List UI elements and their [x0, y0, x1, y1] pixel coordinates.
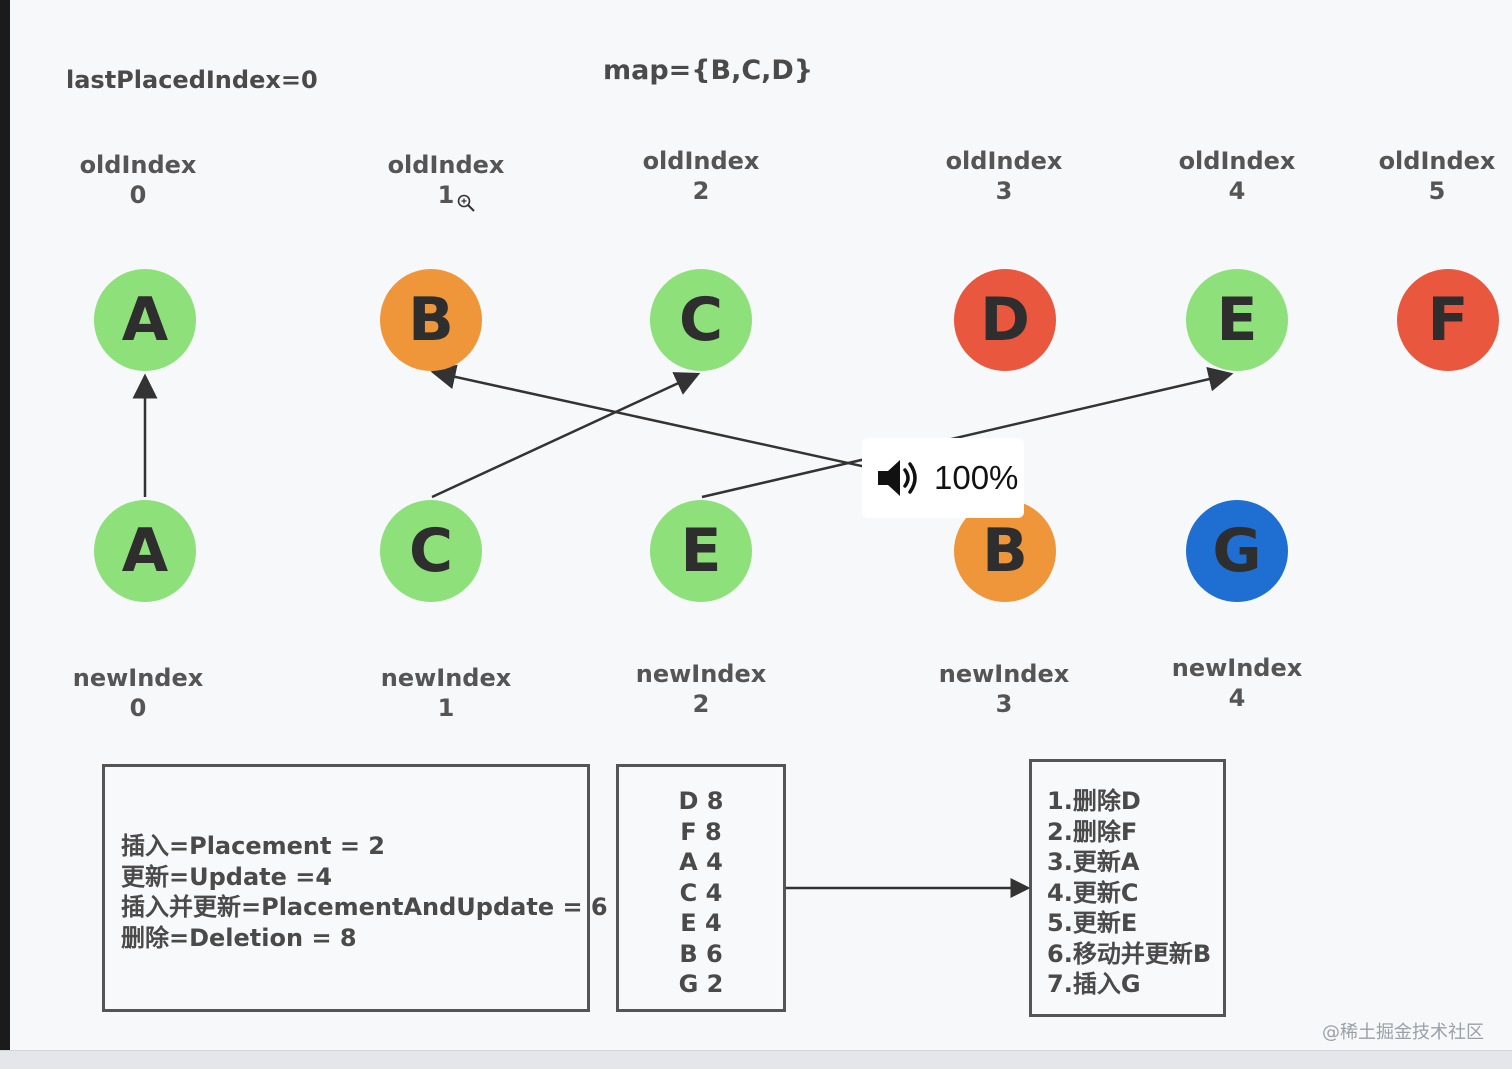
old-node-d: D: [954, 269, 1056, 371]
zoom-cursor-icon: [457, 194, 475, 212]
new-node-g: G: [1186, 500, 1288, 602]
speaker-icon: [878, 460, 917, 496]
arrow-c-to-c: [431, 372, 701, 499]
map-label: map={B,C,D}: [603, 55, 814, 86]
step-item: 5.更新E: [1047, 909, 1138, 937]
left-edge-bar: [0, 0, 10, 1050]
effect-item: C 4: [679, 878, 723, 907]
flag-placement: 插入=Placement = 2: [121, 832, 385, 860]
volume-level: 100%: [934, 459, 1019, 496]
new-node-e: E: [650, 500, 752, 602]
old-node-f: F: [1397, 269, 1499, 371]
step-item: 7.插入G: [1047, 970, 1141, 998]
step-item: 3.更新A: [1047, 848, 1140, 876]
new-node-c: C: [380, 500, 482, 602]
new-node-a: A: [94, 500, 196, 602]
step-item: 6.移动并更新B: [1047, 939, 1212, 968]
last-placed-index-label: lastPlacedIndex=0: [66, 66, 318, 94]
old-node-c: C: [650, 269, 752, 371]
effect-item: D 8: [678, 787, 724, 815]
effect-list-box: D 8 F 8 A 4 C 4 E 4 B 6 G 2: [616, 764, 786, 1012]
watermark: @稀土掘金技术社区: [1322, 1022, 1484, 1043]
step-item: 2.删除F: [1047, 817, 1138, 846]
arrow-e-to-e: [701, 366, 1234, 499]
flag-update: 更新=Update =4: [121, 862, 333, 891]
step-item: 4.更新C: [1047, 878, 1139, 907]
effect-item: E 4: [680, 909, 722, 937]
flag-deletion: 删除=Deletion = 8: [121, 923, 357, 952]
flag-placement-and-update: 插入并更新=PlacementAndUpdate = 6: [121, 893, 608, 921]
effect-item: A 4: [679, 848, 723, 876]
volume-indicator: 100%: [862, 438, 1024, 518]
old-node-a: A: [94, 269, 196, 371]
old-node-b: B: [380, 269, 482, 371]
effect-item: G 2: [678, 970, 724, 998]
step-item: 1.删除D: [1047, 787, 1141, 815]
effect-item: B 6: [679, 939, 723, 968]
flags-legend-box: 插入=Placement = 2 更新=Update =4 插入并更新=Plac…: [102, 764, 608, 1012]
effect-item: F 8: [680, 817, 722, 846]
steps-box: 1.删除D 2.删除F 3.更新A 4.更新C 5.更新E 6.移动并更新B 7…: [1029, 759, 1226, 1017]
old-node-e: E: [1186, 269, 1288, 371]
taskbar: [0, 1050, 1512, 1069]
